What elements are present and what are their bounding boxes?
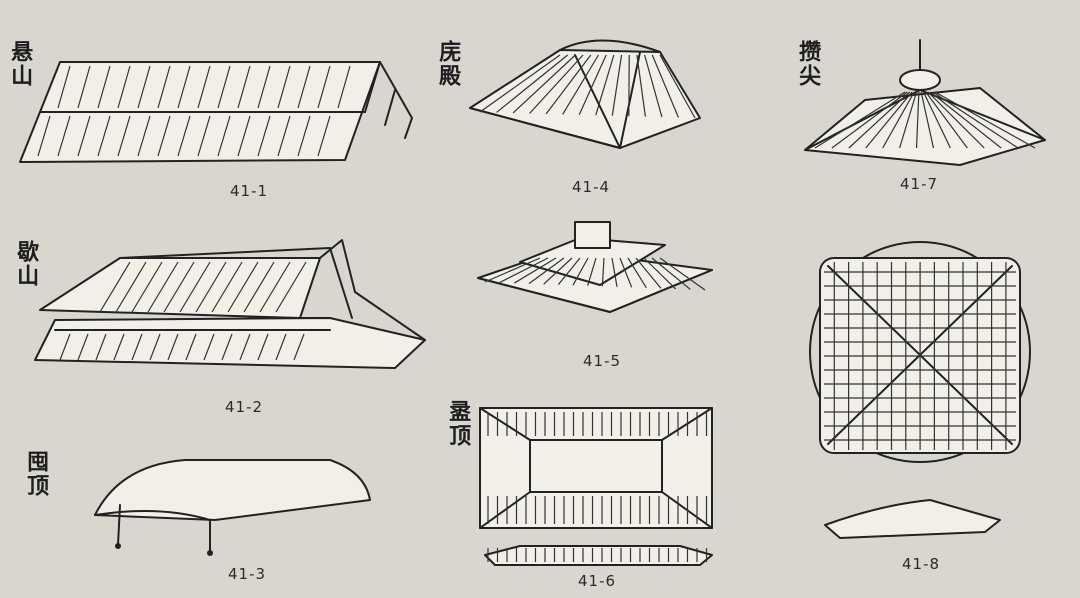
figure-41-8-drawing: [809, 241, 1031, 539]
caption-41-5: 41-5: [583, 352, 622, 370]
figure-41-2-drawing: [34, 239, 426, 369]
caption-41-1: 41-1: [230, 182, 269, 200]
figure-41-1-drawing: [19, 61, 413, 163]
label-dunding: 囤顶: [23, 450, 50, 498]
label-xuanshan: 悬山: [7, 40, 34, 88]
label-wudian: 庑殿: [435, 40, 462, 88]
figure-41-3-drawing: [94, 459, 371, 556]
figure-41-4-drawing: [469, 39, 701, 149]
label-xieshan: 歇山: [13, 240, 40, 288]
caption-41-6: 41-6: [578, 572, 617, 590]
caption-41-2: 41-2: [225, 398, 264, 416]
label-cuanjian: 攒尖: [795, 40, 822, 88]
caption-41-7: 41-7: [900, 175, 939, 193]
figure-41-5-drawing: [477, 221, 713, 313]
caption-41-3: 41-3: [228, 565, 267, 583]
label-luding: 盝顶: [445, 400, 472, 448]
figure-41-6-drawing: [479, 407, 713, 566]
figure-41-7-drawing: [804, 39, 1046, 166]
caption-41-8: 41-8: [902, 555, 941, 573]
caption-41-4: 41-4: [572, 178, 611, 196]
